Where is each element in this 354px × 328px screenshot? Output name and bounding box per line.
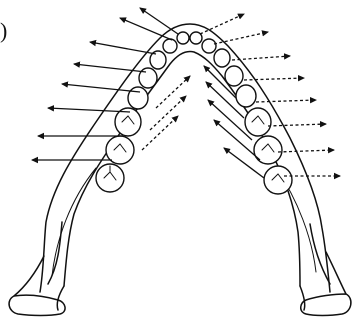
arrow-left-6 — [48, 108, 130, 112]
arrow-left-inner-2 — [150, 96, 186, 130]
mandible-outline — [9, 24, 351, 316]
tooth-right-canine — [214, 49, 230, 67]
tooth-right-premolar-1 — [225, 66, 243, 86]
arrow-left-5 — [62, 84, 140, 92]
arrow-right-1 — [200, 14, 244, 34]
arrow-right-3 — [232, 56, 290, 60]
arrow-left-3 — [90, 42, 156, 54]
arrow-right-5 — [256, 100, 316, 102]
arrow-left-inner-3 — [156, 76, 190, 108]
tooth-right-molar-3 — [264, 166, 292, 194]
tooth-left-premolar-2 — [128, 87, 148, 109]
arrow-left-2 — [120, 18, 172, 40]
tooth-left-central-incisor — [177, 32, 189, 44]
arrow-left-1 — [140, 8, 178, 34]
teeth-left — [96, 32, 189, 192]
tooth-right-molar-2 — [254, 136, 282, 164]
tooth-left-lateral-incisor — [163, 39, 177, 53]
arrow-right-7 — [278, 150, 334, 152]
tooth-right-molar-1 — [245, 108, 271, 136]
arrow-right-6 — [268, 124, 326, 126]
tooth-right-lateral-incisor — [202, 39, 216, 53]
arrow-right-2 — [214, 32, 268, 44]
tooth-right-premolar-2 — [236, 85, 256, 107]
panel-marker: ) — [0, 18, 7, 43]
